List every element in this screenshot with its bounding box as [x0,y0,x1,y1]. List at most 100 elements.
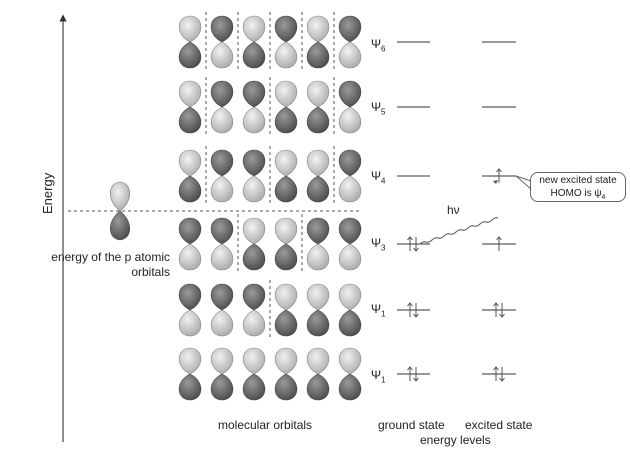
orbital-lobe [306,106,330,134]
electron-arrowhead [496,168,502,173]
orbital-lobe [274,149,298,177]
energy-levels [397,41,516,382]
electron-arrowhead [493,366,499,371]
orbital-lobe [178,347,202,375]
electron-arrowhead [413,377,419,382]
molecular-orbitals [178,12,362,401]
orbital-lobe [210,347,234,375]
orbital-lobe [306,149,330,177]
mo-row [178,12,362,72]
callout-line-2: HOMO is ψ4 [550,188,606,201]
photon-arrowhead [493,180,498,184]
mo-row [178,280,362,340]
orbital-lobe [242,80,266,108]
electron-arrowhead [499,313,505,318]
orbital-lobe [338,41,362,69]
p-atomic-orbital [109,181,131,241]
orbital-lobe [210,373,234,401]
orbital-lobe [210,106,234,134]
energy-level-row [397,366,516,382]
orbital-lobe [242,106,266,134]
orbital-lobe [178,373,202,401]
energy-level-row [397,168,516,183]
orbital-lobe [306,373,330,401]
orbital-lobe [210,283,234,311]
orbital-lobe [242,309,266,337]
orbital-lobe [306,217,330,245]
orbital-lobe [274,347,298,375]
orbital-lobe [178,283,202,311]
orbital-lobe [242,175,266,203]
orbital-lobe [338,106,362,134]
orbital-lobe [338,347,362,375]
psi-label: Ψ3 [371,236,386,253]
orbital-lobe [306,243,330,271]
orbital-lobe [210,217,234,245]
orbital-lobe [338,243,362,271]
orbital-lobe [274,243,298,271]
orbital-lobe [242,243,266,271]
orbital-lobe [210,175,234,203]
homo-callout: new excited state HOMO is ψ4 [530,172,626,202]
energy-level-row [397,302,516,318]
electron-arrowhead [413,313,419,318]
orbital-lobe [306,175,330,203]
orbital-lobe [306,309,330,337]
psi-label: Ψ1 [371,302,386,319]
orbital-lobe [242,149,266,177]
orbital-lobe [306,347,330,375]
orbital-lobe [242,283,266,311]
energy-level-row [397,236,516,252]
orbital-lobe [338,373,362,401]
orbital-lobe [338,283,362,311]
orbital-lobe [242,373,266,401]
photon-wave [419,217,499,245]
orbital-lobe [178,175,202,203]
orbital-lobe [178,217,202,245]
orbital-lobe [210,149,234,177]
mo-row [178,77,362,137]
orbital-lobe [210,80,234,108]
psi-label: Ψ4 [371,169,386,186]
orbital-lobe [274,283,298,311]
orbital-lobe [178,15,202,43]
electron-arrowhead [496,236,502,241]
orbital-lobe [274,373,298,401]
orbital-lobe [242,15,266,43]
orbital-lobe [338,217,362,245]
orbital-lobe [338,80,362,108]
orbital-lobe [274,175,298,203]
orbital-lobe [338,175,362,203]
orbital-lobe [306,15,330,43]
electron-arrowhead [499,377,505,382]
orbital-lobe [274,106,298,134]
mo-row [178,146,362,206]
energy-levels-label: energy levels [420,433,491,447]
orbital-lobe [178,243,202,271]
orbital-lobe [274,217,298,245]
orbital-lobe [210,309,234,337]
orbital-lobe [210,243,234,271]
orbital-lobe [178,149,202,177]
electron-arrowhead [407,302,413,307]
orbital-lobe [242,217,266,245]
orbital-lobe [178,41,202,69]
orbital-lobe [274,309,298,337]
orbital-lobe [306,283,330,311]
electron-arrowhead [493,302,499,307]
callout-line-1: new excited state [539,175,617,186]
psi-label: Ψ1 [371,368,386,385]
orbital-lobe [242,41,266,69]
orbital-lobe [274,80,298,108]
energy-axis-label: Energy [40,172,55,214]
electron-arrowhead [407,366,413,371]
mo-row [178,347,362,401]
ground-state-label: ground state [378,418,445,432]
orbital-lobe [338,15,362,43]
psi-label: Ψ6 [371,37,386,54]
orbital-lobe [242,347,266,375]
p-orbital-energy-label: energy of the p atomic orbitals [51,250,170,279]
orbital-lobe [306,41,330,69]
callout-pointer [515,175,532,190]
